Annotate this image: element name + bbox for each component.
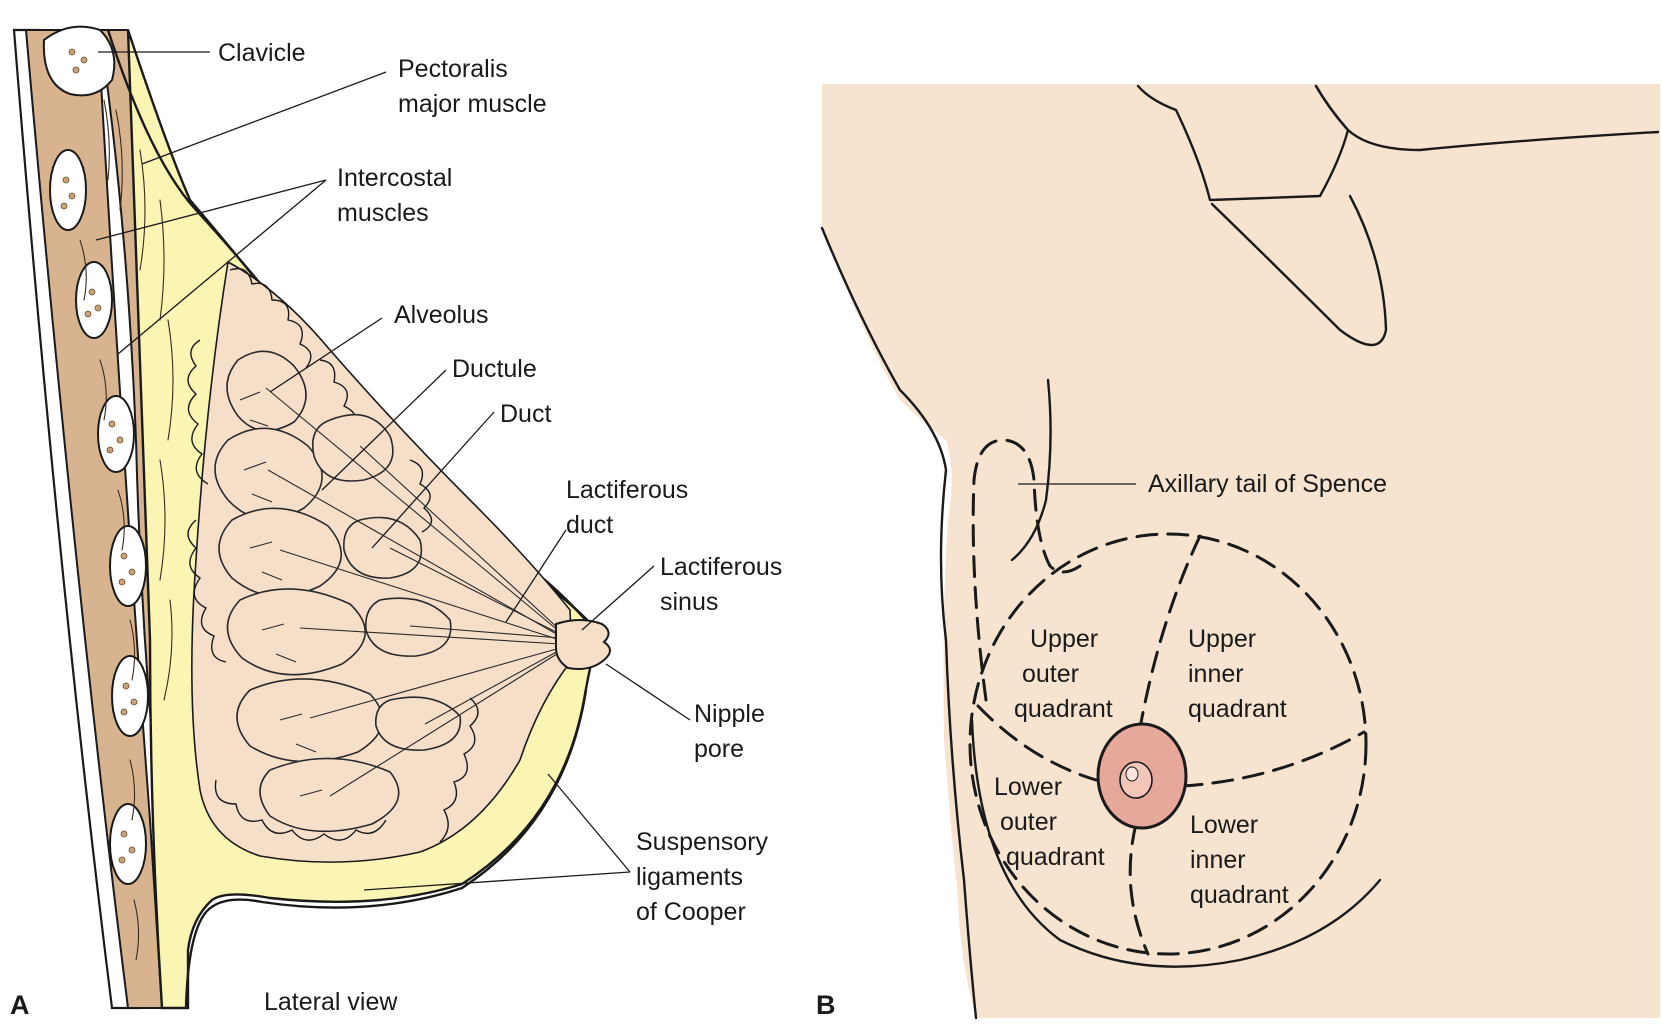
label-axillary-tail: Axillary tail of Spence [1148, 470, 1387, 498]
muscle-fibers [79, 99, 174, 961]
label-ductule: Ductule [452, 355, 537, 383]
label-lower-outer-2: outer [1000, 808, 1057, 836]
horizontal-divider-left [976, 704, 1098, 782]
label-lactiferous-sinus-line-1: Lactiferous [660, 553, 782, 581]
label-lower-inner-1: Lower [1190, 811, 1258, 839]
leader-lactiferous-sinus [581, 565, 655, 631]
leader-suspensory-2 [363, 871, 631, 891]
label-upper-inner-2: inner [1188, 660, 1244, 688]
rib [49, 149, 87, 231]
label-suspensory-line-1: Suspensory [636, 828, 769, 856]
label-nipple-pore-line-2: pore [694, 735, 744, 763]
label-suspensory-line-3: of Cooper [636, 898, 746, 926]
bone-marrow-dots [60, 48, 138, 864]
label-lower-inner-2: inner [1190, 846, 1246, 874]
label-lower-outer-1: Lower [994, 773, 1062, 801]
axilla-contour [1210, 194, 1388, 347]
label-lower-outer-3: quadrant [1006, 843, 1105, 871]
ribs [49, 149, 149, 885]
label-nipple-pore-line-1: Nipple [694, 700, 765, 728]
label-alveolus: Alveolus [394, 301, 489, 329]
panel-a-leader-lines [95, 51, 691, 891]
label-pectoralis-line-1: Pectoralis [398, 55, 508, 83]
panel-a-caption: Lateral view [264, 988, 398, 1016]
quadrant-boundary-circle [968, 532, 1368, 956]
label-upper-inner-1: Upper [1188, 625, 1256, 653]
rib [97, 395, 135, 473]
nipple [555, 619, 611, 670]
rib-wall [24, 29, 164, 1009]
vertical-divider-lower [1128, 822, 1150, 956]
leader-intercostal-2 [117, 179, 327, 355]
rib [109, 803, 147, 885]
nipple-highlight [1125, 766, 1139, 782]
panel-a-letter: A [10, 990, 30, 1020]
gland-lobes [214, 350, 462, 833]
axillary-tail-outline [971, 438, 1082, 702]
leader-duct [371, 411, 495, 549]
torso-skin [822, 84, 1660, 1018]
label-pectoralis-line-2: major muscle [398, 90, 547, 118]
leader-alveolus [269, 317, 383, 393]
fat-lobule-bumps [187, 267, 479, 843]
panel-a-lateral-view: Clavicle Pectoralis major muscle Interco… [10, 25, 782, 1020]
label-lactiferous-duct-line-1: Lactiferous [566, 476, 688, 504]
label-duct: Duct [500, 400, 551, 428]
vertical-divider-upper [1138, 534, 1202, 730]
label-clavicle: Clavicle [218, 39, 306, 67]
label-lactiferous-sinus-line-2: sinus [660, 588, 718, 616]
label-intercostal-line-2: muscles [337, 199, 429, 227]
nipple-b [1119, 761, 1153, 799]
duct-network [239, 387, 561, 797]
leader-intercostal-1 [95, 179, 327, 241]
label-upper-outer-1: Upper [1030, 625, 1098, 653]
leader-pectoralis [141, 71, 387, 165]
leader-suspensory-1 [547, 773, 631, 873]
label-upper-outer-2: outer [1022, 660, 1079, 688]
leader-nipple-pore [605, 663, 691, 721]
horizontal-divider-right [1180, 730, 1366, 788]
axillary-crease [1010, 378, 1052, 562]
rib [109, 525, 147, 607]
leader-lactiferous-duct [505, 529, 567, 623]
lower-skin-contour [184, 688, 588, 1010]
label-lactiferous-duct-line-2: duct [566, 511, 613, 539]
arm-contour [820, 226, 978, 1020]
rib [111, 655, 149, 737]
leader-ductule [321, 369, 447, 491]
clavicle [42, 25, 116, 97]
panel-b-letter: B [816, 990, 836, 1020]
label-suspensory-line-2: ligaments [636, 863, 743, 891]
panel-b-quadrants: Axillary tail of Spence Upper outer quad… [816, 84, 1660, 1020]
label-intercostal-line-1: Intercostal [337, 164, 452, 192]
label-upper-outer-3: quadrant [1014, 695, 1113, 723]
label-upper-inner-3: quadrant [1188, 695, 1287, 723]
rib [75, 261, 113, 339]
neck-contour [1314, 84, 1660, 152]
label-lower-inner-3: quadrant [1190, 881, 1289, 909]
